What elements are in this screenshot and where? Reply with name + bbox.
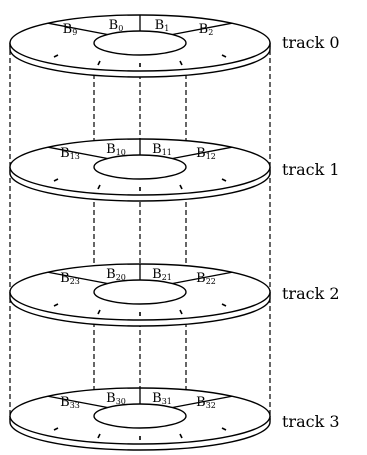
block-number: 33 [70,401,80,410]
sector-tick-mark [179,184,183,190]
block-number: 2 [208,28,213,37]
sector-divider [172,395,233,409]
block-letter: B [152,391,162,406]
block-number: 20 [116,273,126,282]
block-label: B33 [60,395,80,410]
block-label: B32 [196,395,216,410]
block-number: 23 [70,277,80,286]
disc-inner-hole [93,154,187,180]
disc-inner-hole [93,279,187,305]
disc-inner-hole [93,30,187,56]
block-label: B20 [106,267,126,282]
block-letter: B [109,18,119,33]
track-label: track 0 [282,33,340,52]
block-label: B13 [60,146,80,161]
sector-divider [47,22,108,36]
sector-tick-mark [221,427,227,431]
track-label: track 1 [282,160,340,179]
sector-divider [172,22,233,36]
block-number: 12 [206,152,216,161]
sector-tick-mark [53,54,59,58]
disc-inner-hole [93,403,187,429]
sector-tick-mark [179,309,183,315]
block-number: 21 [162,273,172,282]
block-letter: B [155,18,165,33]
block-number: 31 [162,397,172,406]
block-letter: B [106,142,116,157]
block-number: 22 [206,277,216,286]
block-label: B2 [199,22,214,37]
block-number: 0 [118,24,123,33]
sector-divider [47,146,108,160]
block-letter: B [106,391,116,406]
block-letter: B [152,267,162,282]
sector-tick-mark [179,60,183,66]
block-number: 30 [116,397,126,406]
sector-tick-mark [97,184,101,190]
block-label: B22 [196,271,216,286]
sector-tick-mark [53,178,59,182]
block-number: 13 [70,152,80,161]
block-letter: B [199,22,209,37]
block-number: 10 [116,148,126,157]
sector-divider [47,271,108,285]
track-label: track 2 [282,284,340,303]
block-label: B9 [63,22,78,37]
sector-tick-mark [97,60,101,66]
block-label: B21 [152,267,172,282]
sector-divider [172,271,233,285]
sector-tick-mark [97,433,101,439]
block-letter: B [106,267,116,282]
block-letter: B [60,395,70,410]
block-number: 32 [206,401,216,410]
block-label: B23 [60,271,80,286]
block-label: B1 [155,18,170,33]
sector-tick-mark [53,303,59,307]
block-letter: B [152,142,162,157]
sector-divider [172,146,233,160]
sector-divider [47,395,108,409]
sector-tick-mark [53,427,59,431]
block-label: B12 [196,146,216,161]
block-label: B30 [106,391,126,406]
sector-tick-mark [221,178,227,182]
block-number: 9 [72,28,77,37]
block-letter: B [196,271,206,286]
sector-tick-mark [179,433,183,439]
block-label: B31 [152,391,172,406]
track-label: track 3 [282,412,340,431]
block-letter: B [63,22,73,37]
block-label: B11 [152,142,172,157]
block-letter: B [60,271,70,286]
block-label: B0 [109,18,124,33]
block-number: 11 [162,148,172,157]
sector-tick-mark [221,54,227,58]
block-number: 1 [164,24,169,33]
block-letter: B [196,395,206,410]
sector-tick-mark [97,309,101,315]
sector-tick-mark [221,303,227,307]
block-letter: B [196,146,206,161]
block-letter: B [60,146,70,161]
block-label: B10 [106,142,126,157]
